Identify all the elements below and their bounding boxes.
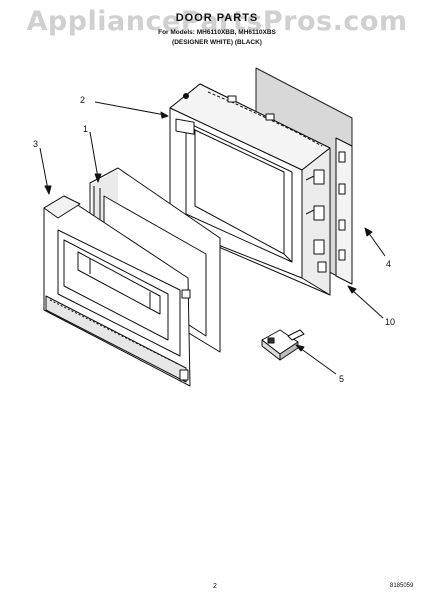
part-3-door-panel — [43, 195, 191, 387]
diagram-title: DOOR PARTS — [175, 12, 259, 24]
page-number: 2 — [213, 583, 217, 590]
part-10-hinge-plate — [335, 137, 353, 285]
model-list: For Models: MH6110XBB, MH6110XBS — [158, 29, 276, 36]
callout-5: 5 — [339, 374, 345, 384]
callout-2: 2 — [80, 95, 86, 105]
document-code: 8185059 — [390, 583, 414, 589]
callout-1: 1 — [83, 124, 89, 134]
leader-lines — [39, 101, 386, 375]
watermark: AppliancePartsPros.com — [26, 6, 408, 37]
callout-4: 4 — [386, 259, 392, 269]
callout-3: 3 — [33, 139, 39, 149]
part-5-door-latch — [261, 329, 305, 361]
color-list: (DESIGNER WHITE) (BLACK) — [172, 39, 262, 46]
callout-10: 10 — [385, 317, 396, 327]
